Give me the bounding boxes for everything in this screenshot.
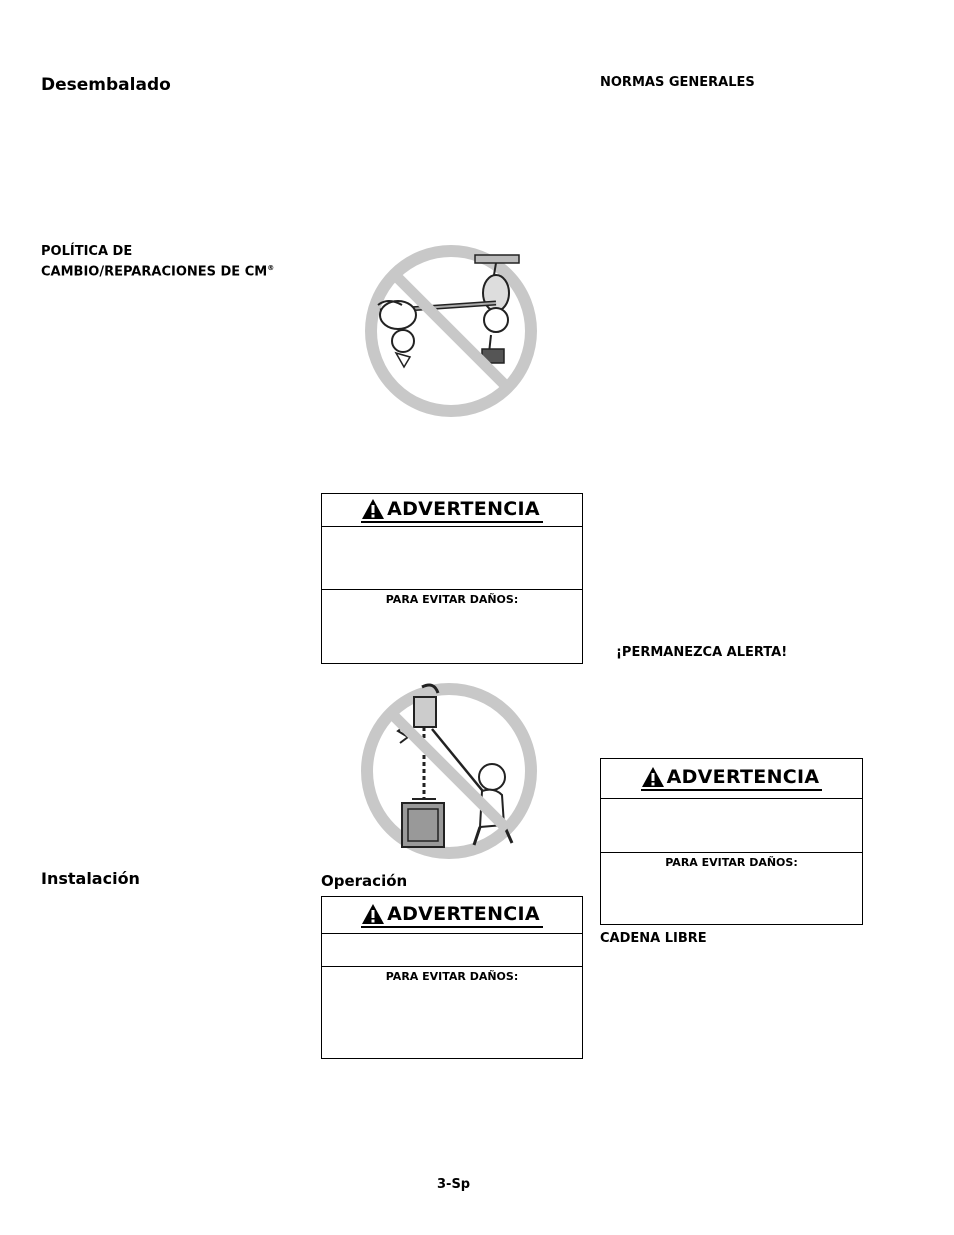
no-side-pull-illustration [354, 679, 544, 863]
avoid-damage-label-2: PARA EVITAR DAÑOS: [322, 966, 582, 983]
warning-title-2: ADVERTENCIA [387, 902, 540, 925]
warning-label-3: ADVERTENCIA [640, 766, 823, 791]
policy-heading-line1: POLÍTICA DE [41, 244, 133, 259]
free-chain-heading: CADENA LIBRE [600, 931, 707, 946]
warning-box-3: ADVERTENCIA PARA EVITAR DAÑOS: [600, 758, 863, 925]
warning-title-1: ADVERTENCIA [387, 497, 540, 520]
warning-triangle-icon [361, 903, 385, 925]
policy-heading-line2: CAMBIO/REPARACIONES DE CM® [41, 260, 274, 280]
warning-triangle-icon [641, 766, 665, 788]
warning-title-3: ADVERTENCIA [666, 766, 820, 788]
warning-box-2: ADVERTENCIA PARA EVITAR DAÑOS: [321, 896, 583, 1059]
page-number: 3-Sp [437, 1177, 471, 1192]
avoid-damage-label-1: PARA EVITAR DAÑOS: [322, 589, 582, 606]
warning-header-2: ADVERTENCIA [322, 897, 582, 934]
installation-heading: Instalación [41, 869, 140, 888]
warning-box-1: ADVERTENCIA PARA EVITAR DAÑOS: [321, 493, 583, 664]
warning-label-1: ADVERTENCIA [361, 498, 543, 523]
unpacking-heading: Desembalado [41, 75, 171, 95]
avoid-damage-label-3: PARA EVITAR DAÑOS: [601, 852, 862, 869]
no-extension-lever-illustration [358, 245, 544, 417]
warning-header-1: ADVERTENCIA [322, 494, 582, 527]
policy-heading-text: CAMBIO/REPARACIONES DE CM [41, 264, 268, 280]
policy-heading: POLÍTICA DE CAMBIO/REPARACIONES DE CM® [41, 243, 274, 280]
operation-heading: Operación [321, 872, 408, 890]
warning-label-2: ADVERTENCIA [361, 903, 543, 928]
registered-mark: ® [267, 264, 275, 272]
general-rules-heading: NORMAS GENERALES [600, 75, 755, 90]
warning-triangle-icon [361, 498, 385, 520]
warning-header-3: ADVERTENCIA [601, 759, 862, 799]
stay-alert-text: ¡PERMANEZCA ALERTA! [616, 645, 788, 660]
